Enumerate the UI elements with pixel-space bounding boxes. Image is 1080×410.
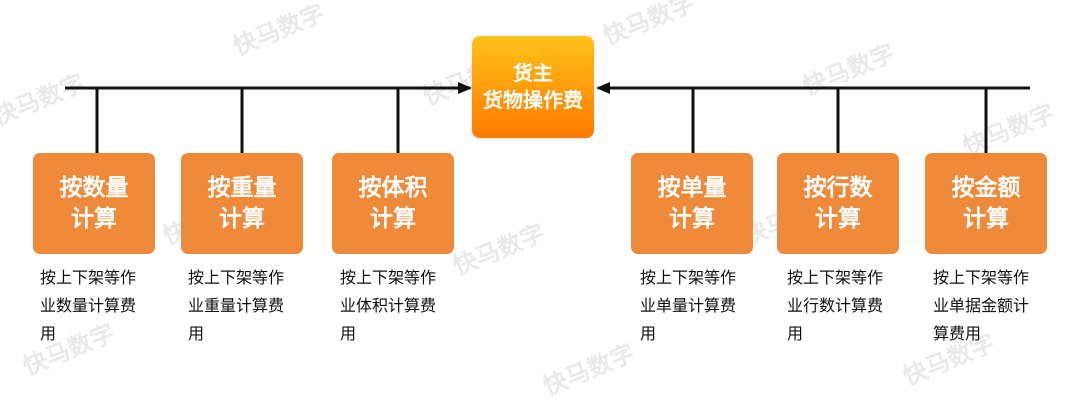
card-title: 按单量	[657, 174, 727, 201]
desc-line: 用	[40, 324, 57, 343]
desc-line: 按上下架等作	[787, 268, 884, 287]
desc-line: 业重量计算费	[188, 296, 285, 315]
center-node-line1: 货主	[513, 61, 553, 85]
desc-by-amount: 按上下架等作 业单据金额计 算费用	[933, 264, 1059, 348]
desc-line: 按上下架等作	[933, 268, 1030, 287]
desc-line: 按上下架等作	[640, 268, 737, 287]
desc-line: 业行数计算费	[787, 296, 884, 315]
card-by-quantity: 按数量 计算	[33, 153, 155, 254]
desc-line: 用	[787, 324, 804, 343]
desc-line: 业单量计算费	[640, 296, 737, 315]
desc-line: 业单据金额计	[933, 296, 1030, 315]
card-title: 按行数	[803, 174, 873, 201]
desc-line: 用	[640, 324, 657, 343]
card-by-volume: 按体积 计算	[332, 153, 454, 254]
desc-by-line-count: 按上下架等作 业行数计算费 用	[787, 264, 913, 348]
card-by-weight: 按重量 计算	[181, 153, 303, 254]
card-title: 计算	[370, 205, 416, 232]
center-node-cargo-owner-fee: 货主 货物操作费	[472, 36, 594, 138]
desc-line: 用	[340, 324, 357, 343]
desc-line: 业数量计算费	[40, 296, 137, 315]
desc-line: 用	[188, 324, 205, 343]
center-node-line2: 货物操作费	[483, 88, 583, 112]
card-by-amount: 按金额 计算	[925, 153, 1047, 254]
desc-by-volume: 按上下架等作 业体积计算费 用	[340, 264, 466, 348]
card-title: 按数量	[59, 174, 129, 201]
desc-line: 按上下架等作	[340, 268, 437, 287]
desc-by-weight: 按上下架等作 业重量计算费 用	[188, 264, 314, 348]
desc-by-order-count: 按上下架等作 业单量计算费 用	[640, 264, 766, 348]
card-title: 计算	[963, 205, 1009, 232]
desc-line: 按上下架等作	[40, 268, 137, 287]
card-title: 按金额	[951, 174, 1021, 201]
card-by-line-count: 按行数 计算	[777, 153, 899, 254]
desc-by-quantity: 按上下架等作 业数量计算费 用	[40, 264, 166, 348]
card-title: 计算	[219, 205, 265, 232]
desc-line: 按上下架等作	[188, 268, 285, 287]
card-by-order-count: 按单量 计算	[631, 153, 753, 254]
card-title: 计算	[815, 205, 861, 232]
desc-line: 业体积计算费	[340, 296, 437, 315]
card-title: 按体积	[358, 174, 428, 201]
desc-line: 算费用	[933, 324, 982, 343]
card-title: 计算	[71, 205, 117, 232]
card-title: 按重量	[207, 174, 277, 201]
card-title: 计算	[669, 205, 715, 232]
